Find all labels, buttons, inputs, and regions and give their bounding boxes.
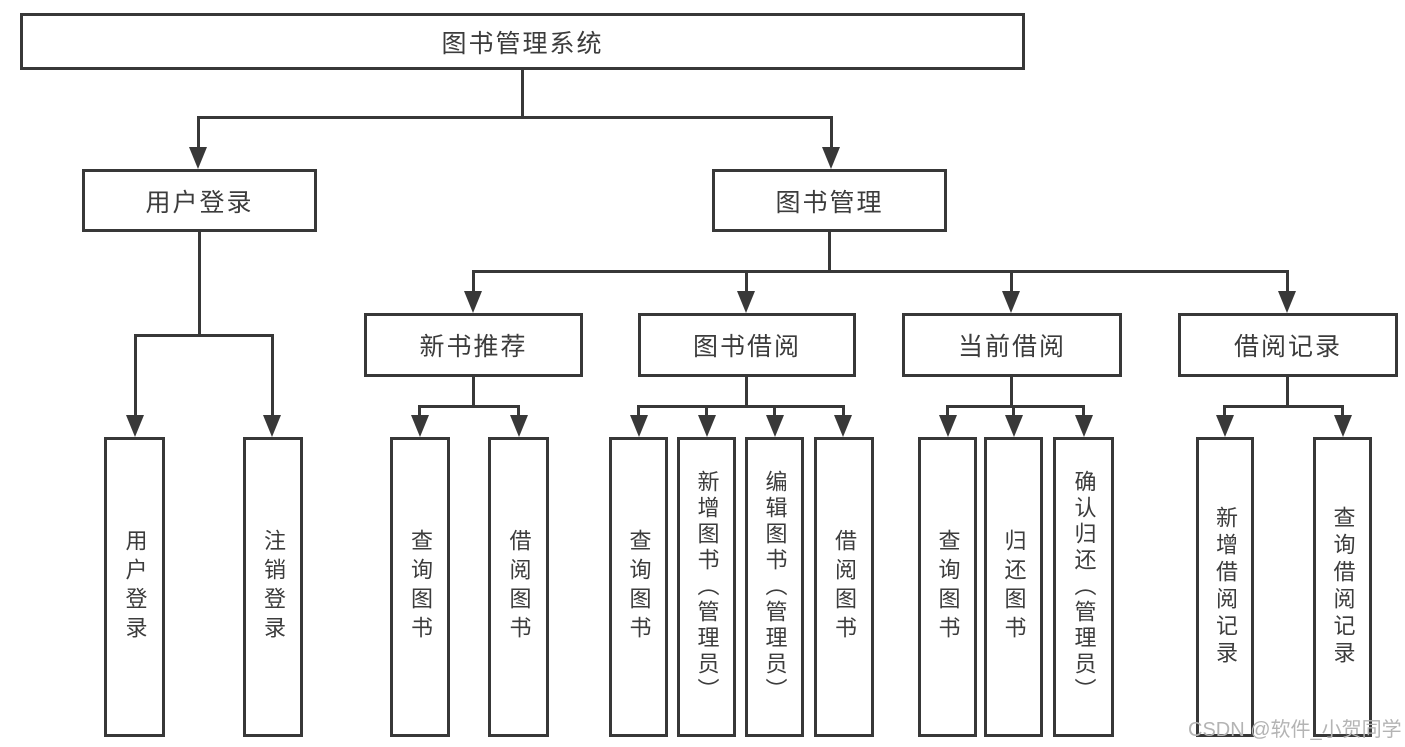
arrow-down-icon	[698, 415, 716, 437]
arrow-down-icon	[630, 415, 648, 437]
connector-group2-stem	[745, 377, 748, 408]
connector-group-drop	[1286, 270, 1289, 293]
arrow-down-icon	[1002, 291, 1020, 313]
arrow-down-icon	[126, 415, 144, 437]
connector-leaf-drop	[842, 405, 845, 417]
node-box-borrow-records: 借阅记录	[1178, 313, 1398, 377]
arrow-down-icon	[510, 415, 528, 437]
connector-leaf-drop	[637, 405, 640, 417]
connector-mgmt-branch-stem	[828, 232, 831, 273]
node-label-book-mgmt-branch: 图书管理	[775, 188, 884, 217]
node-box-root: 图书管理系统	[20, 13, 1025, 70]
connector-leaf-drop	[134, 334, 137, 415]
node-box-book-mgmt-branch: 图书管理	[712, 169, 947, 232]
connector-group1-hline	[418, 405, 520, 408]
node-label-new-book-rec: 新书推荐	[419, 333, 528, 361]
arrow-down-icon	[766, 415, 784, 437]
node-label-book-borrow: 图书借阅	[692, 333, 801, 361]
node-box-current-borrow: 当前借阅	[902, 313, 1122, 377]
leaf-box-add-borrow-record: 新增借阅记录	[1196, 437, 1254, 737]
leaf-box-logout: 注销登录	[243, 437, 303, 737]
connector-leaf-drop	[1082, 405, 1085, 417]
node-label-current-borrow: 当前借阅	[957, 333, 1066, 361]
leaf-label-edit-book-admin: 编辑图书（管理员）	[762, 470, 788, 704]
connector-book-mgmt-drop	[830, 116, 833, 150]
connector-group-drop	[745, 270, 748, 293]
leaf-label-borrow-borrow-books: 借阅图书	[832, 529, 857, 645]
connector-group3-hline	[946, 405, 1085, 408]
connector-group1-stem	[472, 377, 475, 408]
arrow-down-icon	[834, 415, 852, 437]
connector-leaf-drop	[517, 405, 520, 417]
connector-level1-hline	[197, 116, 833, 119]
node-label-borrow-records: 借阅记录	[1233, 333, 1342, 361]
arrow-down-icon	[1334, 415, 1352, 437]
arrow-down-icon	[411, 415, 429, 437]
connector-group-drop	[472, 270, 475, 293]
leaf-box-borrow-query-books: 查询图书	[609, 437, 668, 737]
connector-group-drop	[1010, 270, 1013, 293]
leaf-box-newrec-query-books: 查询图书	[390, 437, 450, 737]
leaf-label-logout: 注销登录	[261, 529, 286, 645]
connector-group2-hline	[637, 405, 844, 408]
arrow-down-icon	[464, 291, 482, 313]
connector-group3-stem	[1010, 377, 1013, 408]
arrow-down-icon	[1075, 415, 1093, 437]
leaf-label-newrec-query-books: 查询图书	[408, 529, 433, 645]
node-box-book-borrow: 图书借阅	[638, 313, 856, 377]
arrow-down-icon	[939, 415, 957, 437]
connector-leaf-drop	[1223, 405, 1226, 417]
connector-mgmt-branch-hline	[472, 270, 1289, 273]
connector-leaf-drop	[418, 405, 421, 417]
leaf-box-edit-book-admin: 编辑图书（管理员）	[745, 437, 804, 737]
connector-user-branch-hline	[134, 334, 274, 337]
arrow-down-icon	[189, 147, 207, 169]
node-label-user-login-branch: 用户登录	[145, 188, 254, 217]
leaf-box-newrec-borrow-books: 借阅图书	[488, 437, 549, 737]
arrow-down-icon	[1216, 415, 1234, 437]
leaf-box-current-query-books: 查询图书	[918, 437, 977, 737]
connector-leaf-drop	[705, 405, 708, 417]
node-box-user-login-branch: 用户登录	[82, 169, 317, 232]
connector-leaf-drop	[1341, 405, 1344, 417]
leaf-label-return-books: 归还图书	[1001, 529, 1027, 645]
leaf-label-borrow-query-books: 查询图书	[626, 529, 652, 645]
leaf-label-add-book-admin: 新增图书（管理员）	[694, 470, 720, 704]
arrow-down-icon	[822, 147, 840, 169]
connector-leaf-drop	[946, 405, 949, 417]
arrow-down-icon	[737, 291, 755, 313]
csdn-watermark: CSDN @软件_小贺同学	[1188, 719, 1402, 741]
connector-leaf-drop	[1012, 405, 1015, 417]
connector-group4-stem	[1286, 377, 1289, 408]
leaf-label-add-borrow-record: 新增借阅记录	[1213, 506, 1238, 668]
leaf-label-newrec-borrow-books: 借阅图书	[506, 529, 532, 645]
arrow-down-icon	[1278, 291, 1296, 313]
arrow-down-icon	[1005, 415, 1023, 437]
leaf-box-query-borrow-record: 查询借阅记录	[1313, 437, 1372, 737]
leaf-box-borrow-borrow-books: 借阅图书	[814, 437, 874, 737]
leaf-box-return-books: 归还图书	[984, 437, 1043, 737]
leaf-label-user-login: 用户登录	[122, 529, 148, 645]
connector-group4-hline	[1223, 405, 1344, 408]
arrow-down-icon	[263, 415, 281, 437]
leaf-label-current-query-books: 查询图书	[935, 529, 961, 645]
leaf-label-confirm-return-admin: 确认归还（管理员）	[1071, 470, 1097, 704]
node-box-new-book-rec: 新书推荐	[364, 313, 583, 377]
connector-user-branch-stem	[198, 232, 201, 336]
leaf-box-confirm-return-admin: 确认归还（管理员）	[1053, 437, 1114, 737]
leaf-box-user-login: 用户登录	[104, 437, 165, 737]
leaf-label-query-borrow-record: 查询借阅记录	[1330, 506, 1356, 668]
connector-user-login-drop	[197, 116, 200, 150]
node-label-root: 图书管理系统	[441, 29, 604, 58]
connector-leaf-drop	[773, 405, 776, 417]
leaf-box-add-book-admin: 新增图书（管理员）	[677, 437, 736, 737]
connector-root-stem	[521, 70, 524, 119]
connector-leaf-drop	[271, 334, 274, 415]
